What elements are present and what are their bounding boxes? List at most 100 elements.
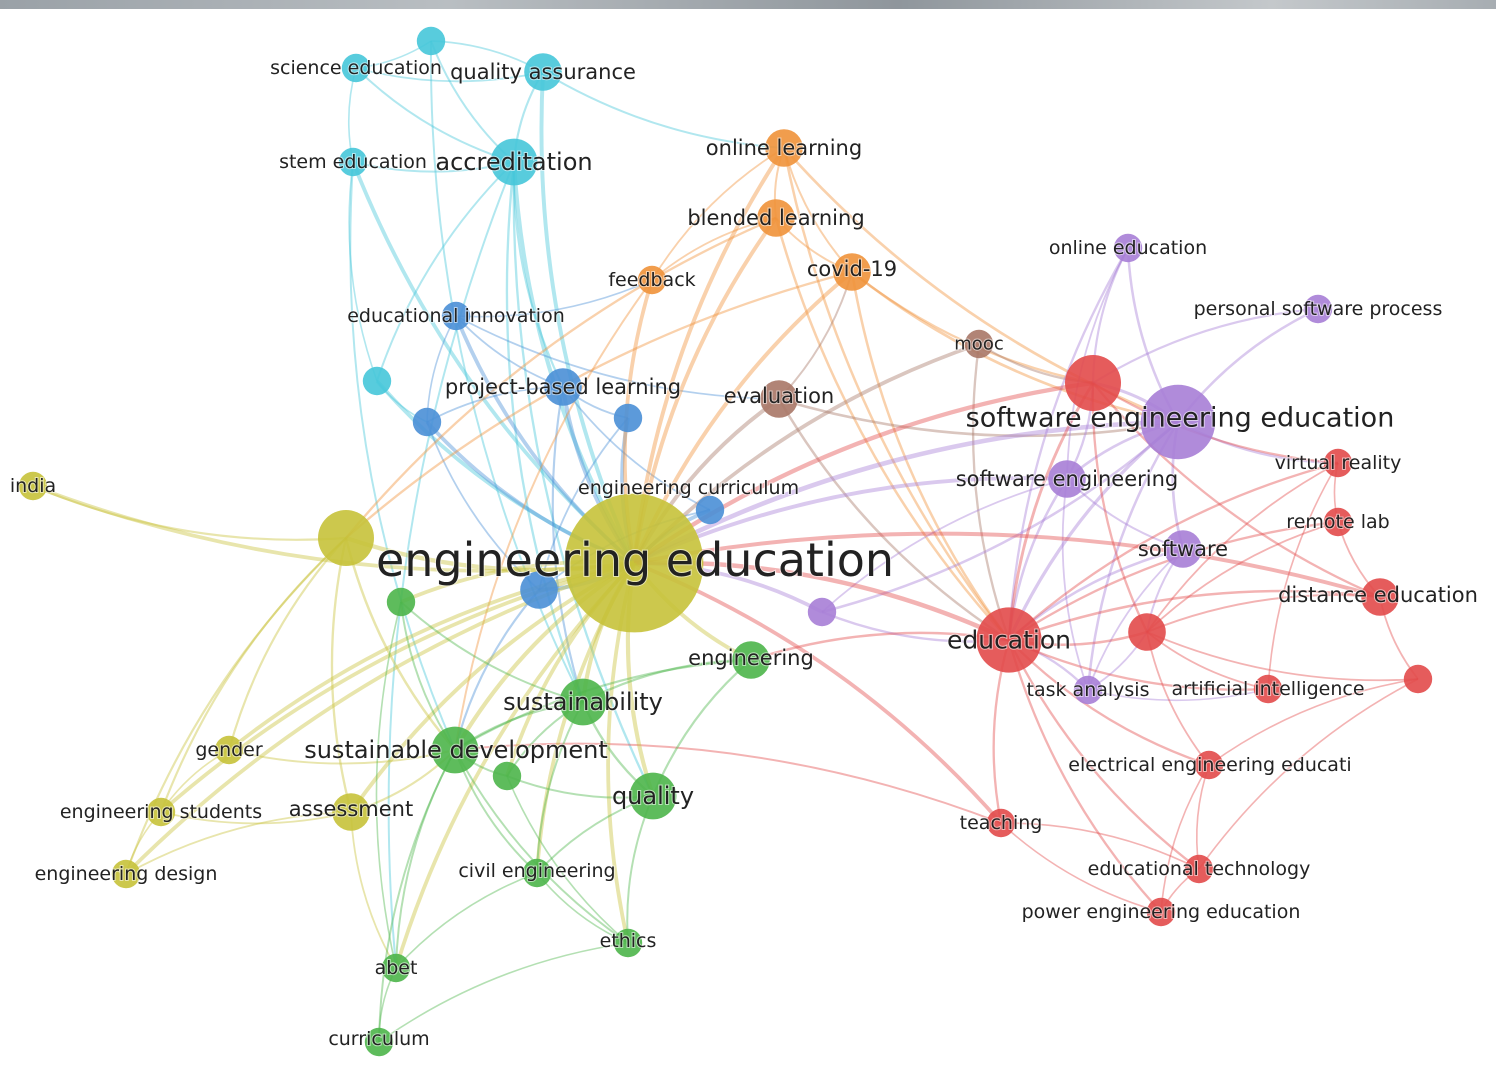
node-educational-technology[interactable] xyxy=(1184,854,1214,884)
edge-evaluation-software-engineering-education xyxy=(778,397,1179,438)
edge-teaching-power-engineering-education xyxy=(1000,822,1162,913)
node-engineering-design[interactable] xyxy=(111,859,141,889)
edge-online-learning-feedback xyxy=(651,147,785,281)
edge-remote-lab-red-mid xyxy=(1146,521,1339,633)
edge-green-left-abet xyxy=(375,601,402,969)
node-software-engineering[interactable] xyxy=(1048,460,1086,498)
node-covid-19[interactable] xyxy=(833,253,871,291)
node-curriculum[interactable] xyxy=(364,1027,394,1057)
node-remote-lab[interactable] xyxy=(1323,507,1353,537)
edge-yellow-left-sustainable-development xyxy=(344,537,456,751)
node-educational-innovation[interactable] xyxy=(441,301,471,331)
edge-engineering-education-engineering-students xyxy=(159,561,635,814)
node-quality[interactable] xyxy=(629,772,677,820)
edge-distance-education-engineering-education xyxy=(633,531,1381,599)
node-blue-left[interactable] xyxy=(412,407,442,437)
edge-accreditation-quality xyxy=(512,161,655,797)
node-cyan-left[interactable] xyxy=(362,366,392,396)
edge-stem-education-cyan-left xyxy=(348,161,378,382)
node-blue-mid[interactable] xyxy=(613,403,643,433)
node-teaching[interactable] xyxy=(986,808,1016,838)
node-virtual-reality[interactable] xyxy=(1323,448,1353,478)
edge-quality-assurance-online-learning xyxy=(542,71,785,149)
node-education[interactable] xyxy=(976,607,1042,673)
node-quality-assurance[interactable] xyxy=(524,53,562,91)
node-personal-software-process[interactable] xyxy=(1303,294,1333,324)
edge-project-based-learning-engineering-curriculum xyxy=(562,386,711,511)
node-online-education[interactable] xyxy=(1113,233,1143,263)
node-stem-education[interactable] xyxy=(338,147,368,177)
node-engineering-education[interactable] xyxy=(564,493,704,633)
edge-assessment-engineering-design xyxy=(125,811,352,875)
edge-cyan-top-sustainability xyxy=(429,40,584,703)
label-curriculum: curriculum xyxy=(328,1028,429,1050)
node-feedback[interactable] xyxy=(637,265,667,295)
node-purple-mid[interactable] xyxy=(807,597,837,627)
node-engineering[interactable] xyxy=(732,641,770,679)
node-assessment[interactable] xyxy=(332,793,370,831)
edge-electrical-engineering-education-educational-technology xyxy=(1195,764,1210,870)
label-evaluation: evaluation xyxy=(724,384,834,408)
node-science-education[interactable] xyxy=(341,53,371,83)
node-mooc[interactable] xyxy=(964,329,994,359)
edge-educational-technology-teaching xyxy=(1000,822,1200,870)
node-red-right[interactable] xyxy=(1403,664,1433,694)
label-engineering-education: engineering education xyxy=(376,533,894,587)
edge-accreditation-cyan-left xyxy=(376,161,515,382)
edge-education-electrical-engineering-education xyxy=(1008,639,1210,767)
edge-yellow-left-assessment xyxy=(330,537,353,813)
node-civil-engineering[interactable] xyxy=(522,858,552,888)
node-red-top[interactable] xyxy=(1065,355,1121,411)
node-ethics[interactable] xyxy=(613,928,643,958)
node-blue-center[interactable] xyxy=(520,571,558,609)
node-distance-education[interactable] xyxy=(1361,578,1399,616)
node-online-learning[interactable] xyxy=(765,129,803,167)
node-artificial-intelligence[interactable] xyxy=(1253,674,1283,704)
edge-india-engineering-education xyxy=(32,484,635,573)
edge-green-left-sustainability xyxy=(400,601,584,703)
node-electrical-engineering-education[interactable] xyxy=(1194,750,1224,780)
label-civil-engineering: civil engineering xyxy=(458,860,615,882)
label-sustainability: sustainability xyxy=(503,688,663,716)
node-india[interactable] xyxy=(18,471,48,501)
label-software: software xyxy=(1138,537,1228,561)
node-software-engineering-education[interactable] xyxy=(1140,384,1216,460)
edge-science-education-quality-assurance xyxy=(355,67,544,83)
edge-virtual-reality-education xyxy=(1008,461,1339,641)
label-assessment: assessment xyxy=(289,797,413,821)
edge-civil-engineering-abet xyxy=(395,872,538,969)
edge-engineering-quality xyxy=(652,659,752,797)
node-blended-learning[interactable] xyxy=(757,199,795,237)
node-sustainability[interactable] xyxy=(559,678,607,726)
edge-stem-education-engineering-education xyxy=(351,161,636,565)
node-sustainable-development[interactable] xyxy=(431,726,479,774)
node-green-left[interactable] xyxy=(386,587,416,617)
edge-software-engineering-education-engineering-education xyxy=(632,419,1179,566)
label-personal-software-process: personal software process xyxy=(1194,298,1443,320)
label-remote-lab: remote lab xyxy=(1286,511,1389,533)
node-cyan-top[interactable] xyxy=(416,26,446,56)
node-evaluation[interactable] xyxy=(760,380,798,418)
edge-purple-mid-software-engineering-education xyxy=(821,421,1179,614)
edge-educational-innovation-feedback xyxy=(455,279,653,318)
node-gender[interactable] xyxy=(214,735,244,765)
node-abet[interactable] xyxy=(381,953,411,983)
node-green-mid[interactable] xyxy=(492,761,522,791)
node-power-engineering-education[interactable] xyxy=(1146,897,1176,927)
node-software[interactable] xyxy=(1164,530,1202,568)
edge-stem-education-sustainable-development xyxy=(349,161,456,751)
node-project-based-learning[interactable] xyxy=(544,368,582,406)
node-task-analysis[interactable] xyxy=(1073,675,1103,705)
node-yellow-left[interactable] xyxy=(318,510,374,566)
node-red-mid[interactable] xyxy=(1128,613,1166,651)
edge-educational-innovation-evaluation xyxy=(455,315,780,400)
node-engineering-students[interactable] xyxy=(146,797,176,827)
edge-mooc-education xyxy=(971,343,1011,641)
label-abet: abet xyxy=(375,957,418,979)
edge-green-mid-ethics xyxy=(506,775,629,944)
edge-blended-learning-education xyxy=(774,217,1010,641)
node-accreditation[interactable] xyxy=(490,138,538,186)
edge-education-artificial-intelligence xyxy=(1008,638,1269,691)
node-engineering-curriculum[interactable] xyxy=(695,495,725,525)
